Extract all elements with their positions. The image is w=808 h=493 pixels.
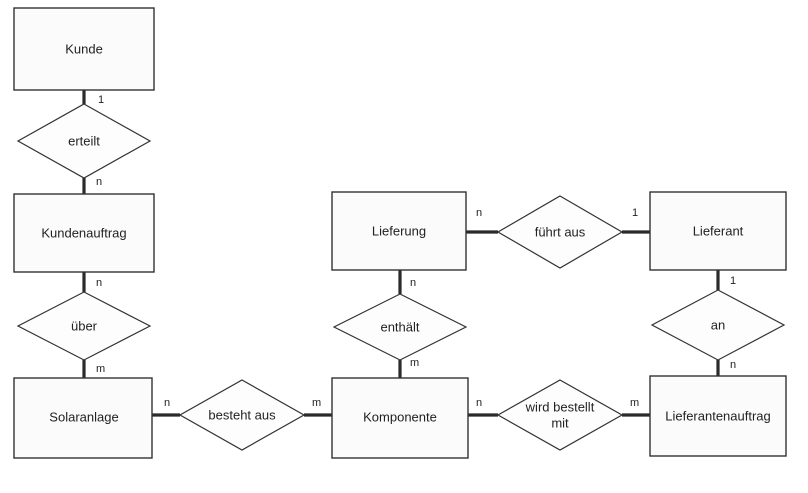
cardinality-kundenauftrag-ueber: n — [96, 277, 102, 289]
entity-kundenauftrag-label: Kundenauftrag — [41, 225, 126, 240]
relationship-ueber-label: über — [71, 318, 98, 333]
entity-lieferant-label: Lieferant — [693, 223, 744, 238]
cardinality-lieferung-fuehrt: n — [476, 207, 482, 219]
relationship-wird-bestellt-mit-line1: wird bestellt — [525, 399, 595, 414]
entity-solaranlage: Solaranlage — [13, 377, 153, 459]
cardinality-komponente-bestellt: n — [476, 397, 482, 409]
entity-lieferung: Lieferung — [331, 191, 467, 271]
relationship-wird-bestellt-mit-line2: mit — [551, 415, 569, 430]
entity-lieferant: Lieferant — [649, 191, 787, 271]
relationship-an-label: an — [711, 317, 725, 332]
cardinality-lieferantenauftrag-bestellt: m — [630, 397, 639, 409]
relationship-an: an — [650, 289, 786, 361]
relationship-erteilt-label: erteilt — [68, 133, 100, 148]
cardinality-lieferantenauftrag-an: n — [730, 359, 736, 371]
cardinality-komponente-besteht: m — [312, 397, 321, 409]
relationship-besteht-aus-label: besteht aus — [208, 407, 276, 422]
cardinality-solaranlage-besteht: n — [164, 397, 170, 409]
relationship-enthaelt-label: enthält — [380, 319, 419, 334]
cardinality-lieferant-fuehrt: 1 — [632, 207, 638, 219]
entity-kunde: Kunde — [13, 7, 155, 91]
connectors — [82, 90, 720, 417]
entity-komponente-label: Komponente — [363, 409, 437, 424]
entity-lieferantenauftrag: Lieferantenauftrag — [649, 375, 787, 457]
entity-solaranlage-label: Solaranlage — [49, 409, 118, 424]
cardinality-solaranlage-ueber: m — [96, 363, 105, 375]
entity-kunde-label: Kunde — [65, 41, 103, 56]
entity-lieferantenauftrag-label: Lieferantenauftrag — [665, 408, 771, 423]
relationship-enthaelt: enthält — [332, 293, 468, 361]
cardinality-lieferung-enthaelt: n — [410, 277, 416, 289]
relationship-erteilt: erteilt — [16, 103, 152, 179]
cardinalities: 1 n n m n m n m n 1 1 n n m — [96, 94, 736, 409]
relationship-wird-bestellt-mit: wird bestellt mit — [496, 379, 624, 451]
entity-komponente: Komponente — [331, 377, 469, 459]
entity-kundenauftrag: Kundenauftrag — [13, 193, 155, 273]
relationship-ueber: über — [16, 291, 152, 361]
cardinality-kunde-erteilt: 1 — [98, 94, 104, 106]
cardinality-lieferant-an: 1 — [730, 275, 736, 287]
cardinality-kundenauftrag-erteilt: n — [96, 176, 102, 188]
cardinality-komponente-enthaelt: m — [410, 357, 419, 369]
relationship-fuehrt-aus-label: führt aus — [535, 224, 586, 239]
relationship-fuehrt-aus: führt aus — [496, 195, 624, 269]
relationship-besteht-aus: besteht aus — [178, 379, 306, 451]
entity-lieferung-label: Lieferung — [372, 223, 426, 238]
